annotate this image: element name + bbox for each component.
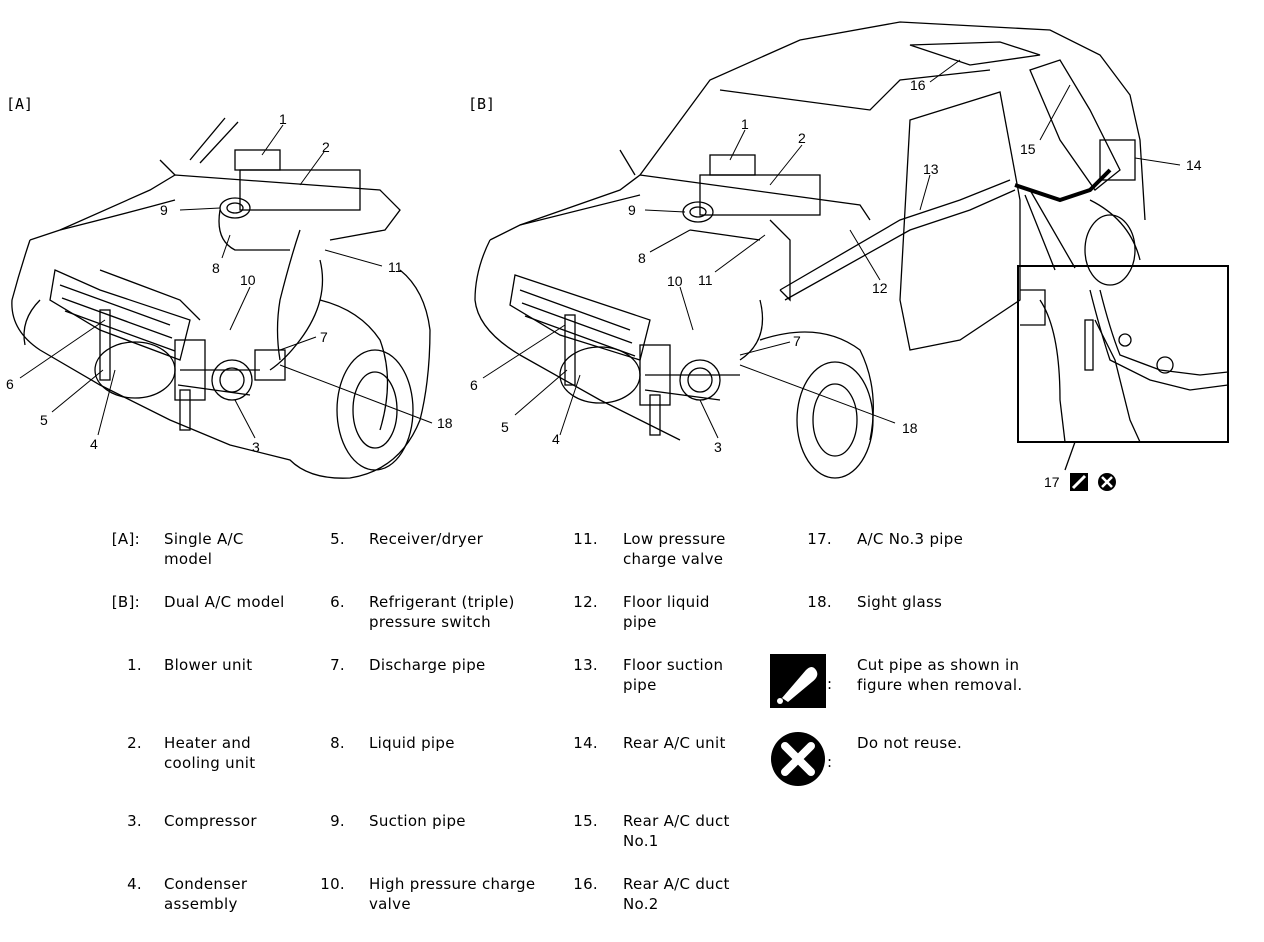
- legend-key: 1.: [127, 656, 142, 674]
- legend-desc: Dual A/C model: [164, 593, 285, 611]
- callout-a: 3: [252, 439, 260, 455]
- callout-b: 12: [872, 280, 888, 296]
- legend-key: 13.: [573, 656, 598, 674]
- legend-desc: Single A/C model: [164, 530, 244, 568]
- legend-desc: Rear A/C duct No.1: [623, 812, 730, 850]
- legend-desc: Do not reuse.: [857, 734, 963, 752]
- callout-b: 9: [628, 202, 636, 218]
- panel-label-single: [A]: [6, 95, 33, 113]
- callout-a: 2: [322, 139, 330, 155]
- legend-desc: Condenser assembly: [164, 875, 248, 913]
- callout-a: 6: [6, 376, 14, 392]
- legend-key: 9.: [330, 812, 345, 830]
- legend-desc: Low pressure charge valve: [623, 530, 726, 568]
- legend-key: 15.: [573, 812, 598, 830]
- legend-desc: Rear A/C duct No.2: [623, 875, 730, 913]
- cut-pipe-icon: [1070, 473, 1088, 491]
- car-outline-single: [11, 117, 431, 479]
- callout-b: 3: [714, 439, 722, 455]
- ac-system-diagram: [A] [B] 1 2 9 8 10 11 7 6 5 4 3 18 1 2 9…: [6, 21, 1229, 491]
- legend-key: 4.: [127, 875, 142, 893]
- legend-desc: Discharge pipe: [369, 656, 486, 674]
- legend-key: 14.: [573, 734, 598, 752]
- callout-b: 1: [741, 116, 749, 132]
- legend-desc: Compressor: [164, 812, 257, 830]
- legend-key: 3.: [127, 812, 142, 830]
- legend-key: 18.: [807, 593, 832, 611]
- legend-key: 5.: [330, 530, 345, 548]
- callout-a: 9: [160, 202, 168, 218]
- callout-b: 16: [910, 77, 926, 93]
- legend-desc: High pressure charge valve: [369, 875, 536, 913]
- legend-key: 12.: [573, 593, 598, 611]
- legend-desc: Sight glass: [857, 593, 943, 611]
- legend-key: 10.: [320, 875, 345, 893]
- legend-key: 17.: [807, 530, 832, 548]
- legend-desc: Suction pipe: [369, 812, 466, 830]
- legend-key: 6.: [330, 593, 345, 611]
- callout-b: 17: [1044, 474, 1060, 490]
- callout-a: 7: [320, 329, 328, 345]
- legend-desc: Cut pipe as shown in figure when removal…: [857, 656, 1023, 694]
- legend-key: 2.: [127, 734, 142, 752]
- legend-desc: Refrigerant (triple) pressure switch: [369, 593, 515, 631]
- legend-desc: Floor liquid pipe: [623, 593, 710, 631]
- leader-lines: [19, 59, 1181, 439]
- callout-a: 4: [90, 436, 98, 452]
- cut-pipe-icon: [770, 654, 826, 708]
- legend-desc: Floor suction pipe: [623, 656, 724, 694]
- callout-b: 15: [1020, 141, 1036, 157]
- callout-b: 2: [798, 130, 806, 146]
- do-not-reuse-icon: [771, 732, 825, 786]
- legend-key: 11.: [573, 530, 598, 548]
- callout-b: 8: [638, 250, 646, 266]
- callout-b: 18: [902, 420, 918, 436]
- callout-b: 7: [793, 333, 801, 349]
- callout-b: 11: [698, 272, 713, 288]
- do-not-reuse-icon: [1098, 473, 1116, 491]
- legend-key: [A]:: [111, 530, 140, 548]
- callout-a: 5: [40, 412, 48, 428]
- panel-label-dual: [B]: [468, 95, 495, 113]
- callout-a: 8: [212, 260, 220, 276]
- ac-components-dual: [564, 154, 1112, 436]
- callout-a: 10: [240, 272, 256, 288]
- legend-key: 16.: [573, 875, 598, 893]
- ac-components-single: [99, 149, 361, 431]
- callout-a: 11: [388, 259, 403, 275]
- callout-b: 5: [501, 419, 509, 435]
- legend-colon: :: [827, 675, 833, 693]
- legend-key: 7.: [330, 656, 345, 674]
- callout-a: 18: [437, 415, 453, 431]
- legend-desc: Heater and cooling unit: [164, 734, 256, 772]
- legend-key: 8.: [330, 734, 345, 752]
- callout-b: 14: [1186, 157, 1202, 173]
- callout-b: 4: [552, 431, 560, 447]
- legend-desc: A/C No.3 pipe: [857, 530, 964, 548]
- callout-b: 6: [470, 377, 478, 393]
- callout-b: 10: [667, 273, 683, 289]
- legend-colon: :: [827, 753, 833, 771]
- legend-desc: Rear A/C unit: [623, 734, 726, 752]
- legend-desc: Blower unit: [164, 656, 253, 674]
- legend-key: [B]:: [111, 593, 140, 611]
- inset-detail: [1017, 189, 1229, 471]
- callout-b: 13: [923, 161, 939, 177]
- legend-desc: Receiver/dryer: [369, 530, 484, 548]
- callout-a: 1: [279, 111, 287, 127]
- legend-desc: Liquid pipe: [369, 734, 455, 752]
- car-outline-dual: [474, 21, 1146, 479]
